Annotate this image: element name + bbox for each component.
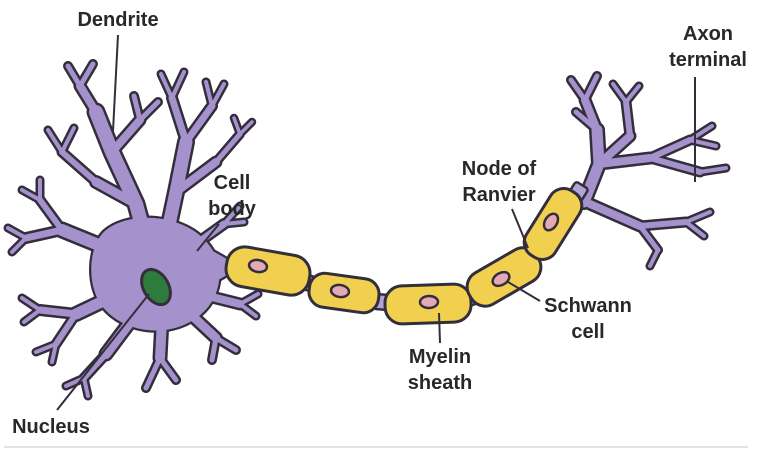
axon-terminal-tree — [566, 71, 731, 271]
leader-myelin-sheath — [438, 312, 441, 344]
leader-schwann-cell — [507, 281, 541, 302]
label-myelin-sheath: Myelin sheath — [407, 346, 473, 394]
leader-nucleus — [56, 293, 150, 411]
label-dendrite: Dendrite — [77, 9, 159, 31]
label-cell-body: Cell body — [208, 172, 256, 220]
label-node-of-ranvier: Node of Ranvier — [461, 158, 537, 206]
leader-cell-body — [196, 223, 220, 252]
label-axon-terminal: Axon terminal — [669, 23, 747, 71]
leader-node-of-ranvier — [511, 208, 529, 249]
schwann-cell-nucleus — [418, 294, 440, 310]
myelin-segment — [224, 245, 312, 297]
schwann-cell-nucleus — [491, 270, 511, 288]
schwann-cell-nucleus — [542, 212, 560, 232]
myelin-sheath-chain — [224, 181, 589, 326]
dendrite-tree-and-cell-body — [3, 59, 263, 401]
label-schwann-cell: Schwann cell — [544, 295, 632, 343]
leader-lines — [56, 34, 696, 411]
schwann-cell-nucleus — [329, 283, 351, 299]
leader-dendrite — [112, 34, 119, 132]
label-nucleus: Nucleus — [12, 416, 90, 438]
schwann-cell-nucleus — [247, 258, 269, 274]
